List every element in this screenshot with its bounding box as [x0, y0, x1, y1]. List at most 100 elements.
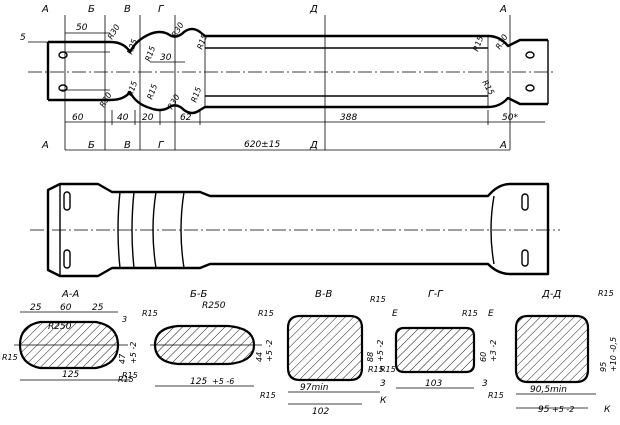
section-gg-dim-103: 103 [425, 379, 442, 389]
section-gg-dim-htol: +3 -2 [489, 340, 498, 362]
section-vv-dim-102: 102 [312, 407, 329, 417]
section-bb-r15-left: R15 [122, 371, 138, 380]
section-aa-r15-left: R15 [2, 353, 18, 362]
section-label-d-top: Д [309, 4, 318, 15]
top-hole-1 [58, 51, 68, 59]
side-fillet-1 [117, 191, 121, 269]
dim-62: 62 [180, 113, 192, 123]
radius-r25-top: R25 [125, 38, 139, 56]
section-dd-shape [514, 314, 590, 384]
section-label-a-top-left: А [41, 4, 49, 15]
dim-40: 40 [117, 113, 129, 123]
radius-r15-bottom: R15 [125, 80, 139, 98]
dim-20: 20 [142, 113, 154, 123]
section-bb: Б-Б R250 R15 R15 125 +5 -6 44 +5 -2 [122, 289, 274, 387]
section-aa-dim-3: 3 [122, 315, 127, 324]
section-gg-r15-left: R15 [380, 365, 396, 374]
section-aa-r15-bottom: R15 [118, 375, 134, 384]
section-dd-label-k: К [604, 405, 611, 415]
section-gg-dim-3: 3 [482, 379, 488, 389]
section-label-v-top: В [124, 4, 131, 15]
side-fillet-4 [180, 191, 185, 269]
section-aa-dim-25b: 25 [92, 303, 104, 313]
section-label-g-bottom: Г [158, 140, 165, 151]
side-fillet-3 [152, 191, 157, 269]
top-hole-3 [525, 51, 535, 59]
section-vv: В-В 97min 102 R15 R15 R15 3 К 88 +5 -2 [260, 289, 387, 417]
radius-r30-right: R30 [494, 33, 510, 51]
section-label-a-top-right: А [499, 4, 507, 15]
section-aa-r250: R250 [48, 322, 72, 332]
section-label-g-top: Г [158, 4, 165, 15]
side-fillet-5 [490, 195, 495, 265]
section-bb-dim-h: 44 [255, 352, 264, 362]
section-label-b-bottom: Б [88, 140, 95, 151]
section-bb-dim-tol: +5 -6 [212, 377, 234, 386]
side-fillet-2 [131, 191, 135, 269]
section-aa-title: А-А [61, 289, 79, 300]
section-label-a-bottom-right: А [499, 140, 507, 151]
section-aa-r15-right: R15 [142, 309, 158, 318]
radius-r30-top-2: R30 [170, 21, 186, 39]
section-dd-dim-95: 95 [538, 405, 550, 415]
top-view: А Б В Г Д А А Б В Г Д А 5 50 30 60 40 20… [20, 4, 555, 151]
section-gg-dim-h: 60 [479, 352, 488, 362]
section-label-a-bottom-left: А [41, 140, 49, 151]
section-dd: Д-Д 90,5min 95 +5 -2 R15 R15 К 95 +10 -0… [488, 289, 618, 415]
radius-r15-right-bottom: R15 [480, 79, 496, 97]
section-label-d-bottom: Д [309, 140, 318, 151]
section-label-b-top: Б [88, 4, 95, 15]
side-slot-3 [521, 193, 529, 211]
section-dd-dim-h: 95 [599, 362, 608, 372]
dim-50: 50 [76, 23, 88, 33]
section-vv-r15-left: R15 [260, 391, 276, 400]
radius-r15-top: R15 [143, 45, 157, 63]
section-aa-dim-60: 60 [60, 303, 72, 313]
section-dd-r15-left: R15 [488, 391, 504, 400]
dim-30: 30 [160, 53, 172, 63]
section-vv-dim-htol: +5 -2 [376, 340, 385, 362]
section-gg-label-e-right: Е [488, 309, 494, 319]
section-gg-shape [394, 326, 476, 374]
section-aa-dim-tol: +5 -2 [129, 342, 138, 364]
section-vv-r15-top: R15 [370, 295, 386, 304]
top-outline-lower [48, 90, 548, 115]
section-vv-title: В-В [315, 289, 332, 300]
dim-50-star: 50* [502, 113, 518, 123]
section-dd-title: Д-Д [541, 289, 561, 300]
section-dd-dim-htol: +10 -0,5 [609, 337, 618, 372]
section-aa: А-А 25 60 25 R250 125 R15 R15 R15 3 47 +… [2, 289, 158, 384]
section-dd-dim-95tol: +5 -2 [552, 405, 574, 414]
dim-overall: 620±15 [244, 140, 280, 150]
section-vv-shape [286, 314, 364, 382]
side-slot-1 [63, 191, 71, 211]
top-hole-2 [58, 84, 68, 92]
section-gg-title: Г-Г [428, 289, 444, 300]
radius-r15-bottom-2: R15 [145, 83, 159, 101]
section-gg-label-e-left: Е [392, 309, 398, 319]
top-hole-4 [525, 84, 535, 92]
radius-r30-top: R30 [106, 23, 122, 41]
dim-5: 5 [20, 33, 26, 43]
section-vv-dim-3: 3 [380, 379, 386, 389]
section-dd-dim-90min: 90,5min [530, 385, 567, 395]
radius-r30-bottom-2: R30 [166, 93, 182, 111]
section-aa-dim-h: 47 [118, 353, 127, 364]
section-gg-r15-top: R15 [462, 309, 478, 318]
section-aa-dim-25a: 25 [30, 303, 42, 313]
section-bb-dim-htol: +5 -2 [265, 340, 274, 362]
top-outline-upper [48, 27, 548, 54]
side-slot-4 [521, 249, 529, 267]
side-outline [46, 182, 550, 278]
section-bb-title: Б-Б [190, 289, 207, 300]
side-view [30, 182, 560, 278]
section-gg: Г-Г 103 Е Е R15 R15 3 60 +3 -2 [380, 289, 498, 389]
section-vv-r15-right: R15 [368, 365, 384, 374]
dim-60: 60 [72, 113, 84, 123]
section-vv-label-k: К [380, 396, 387, 406]
section-vv-dim-h: 88 [366, 352, 375, 362]
section-aa-dim-125: 125 [62, 370, 79, 380]
dim-388: 388 [340, 113, 357, 123]
section-label-v-bottom: В [124, 140, 131, 151]
